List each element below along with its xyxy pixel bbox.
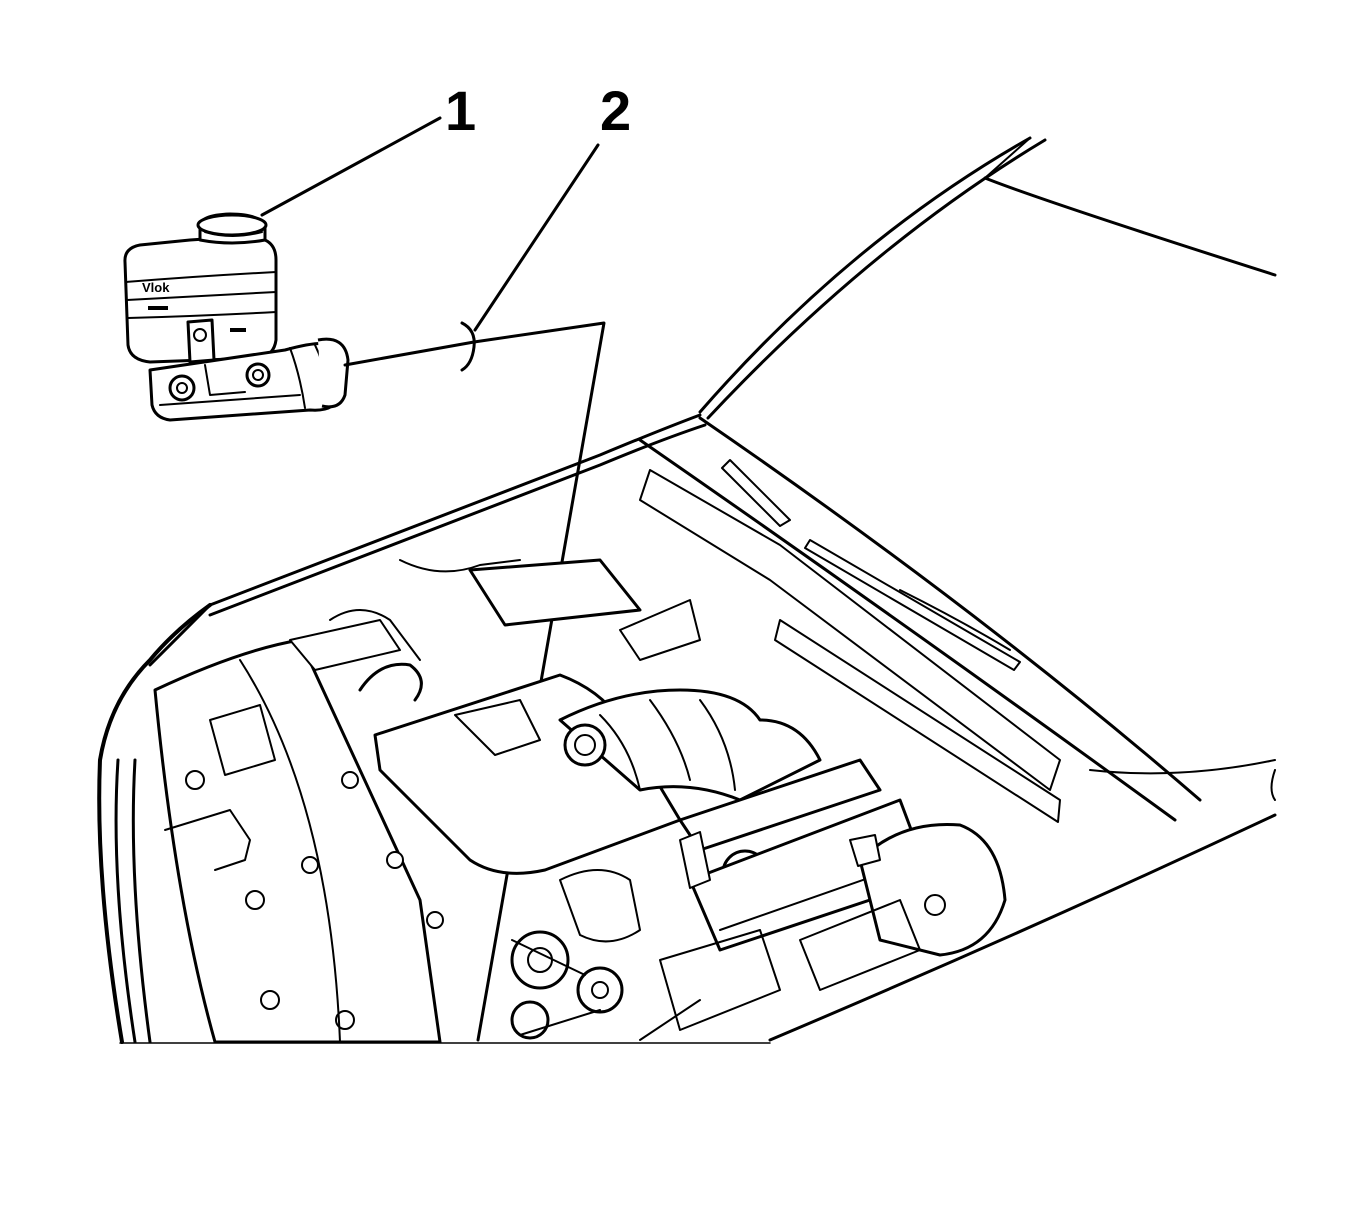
- radiator-support: [153, 638, 444, 1044]
- brake-master-cylinder: Vlok: [123, 212, 350, 422]
- callout-1-leader: [260, 116, 442, 217]
- callout-number-1: 1: [445, 79, 476, 142]
- reservoir-embossed-text: Vlok: [142, 280, 170, 295]
- raised-hood: [698, 136, 1277, 420]
- o-ring-seal: [460, 321, 476, 372]
- vehicle-body: [97, 413, 1277, 1044]
- callout-2-leader: [473, 143, 600, 332]
- cowl-vent-grille: [639, 469, 1061, 823]
- engine-assembly: [289, 558, 1007, 1041]
- callout-number-2: 2: [600, 79, 631, 142]
